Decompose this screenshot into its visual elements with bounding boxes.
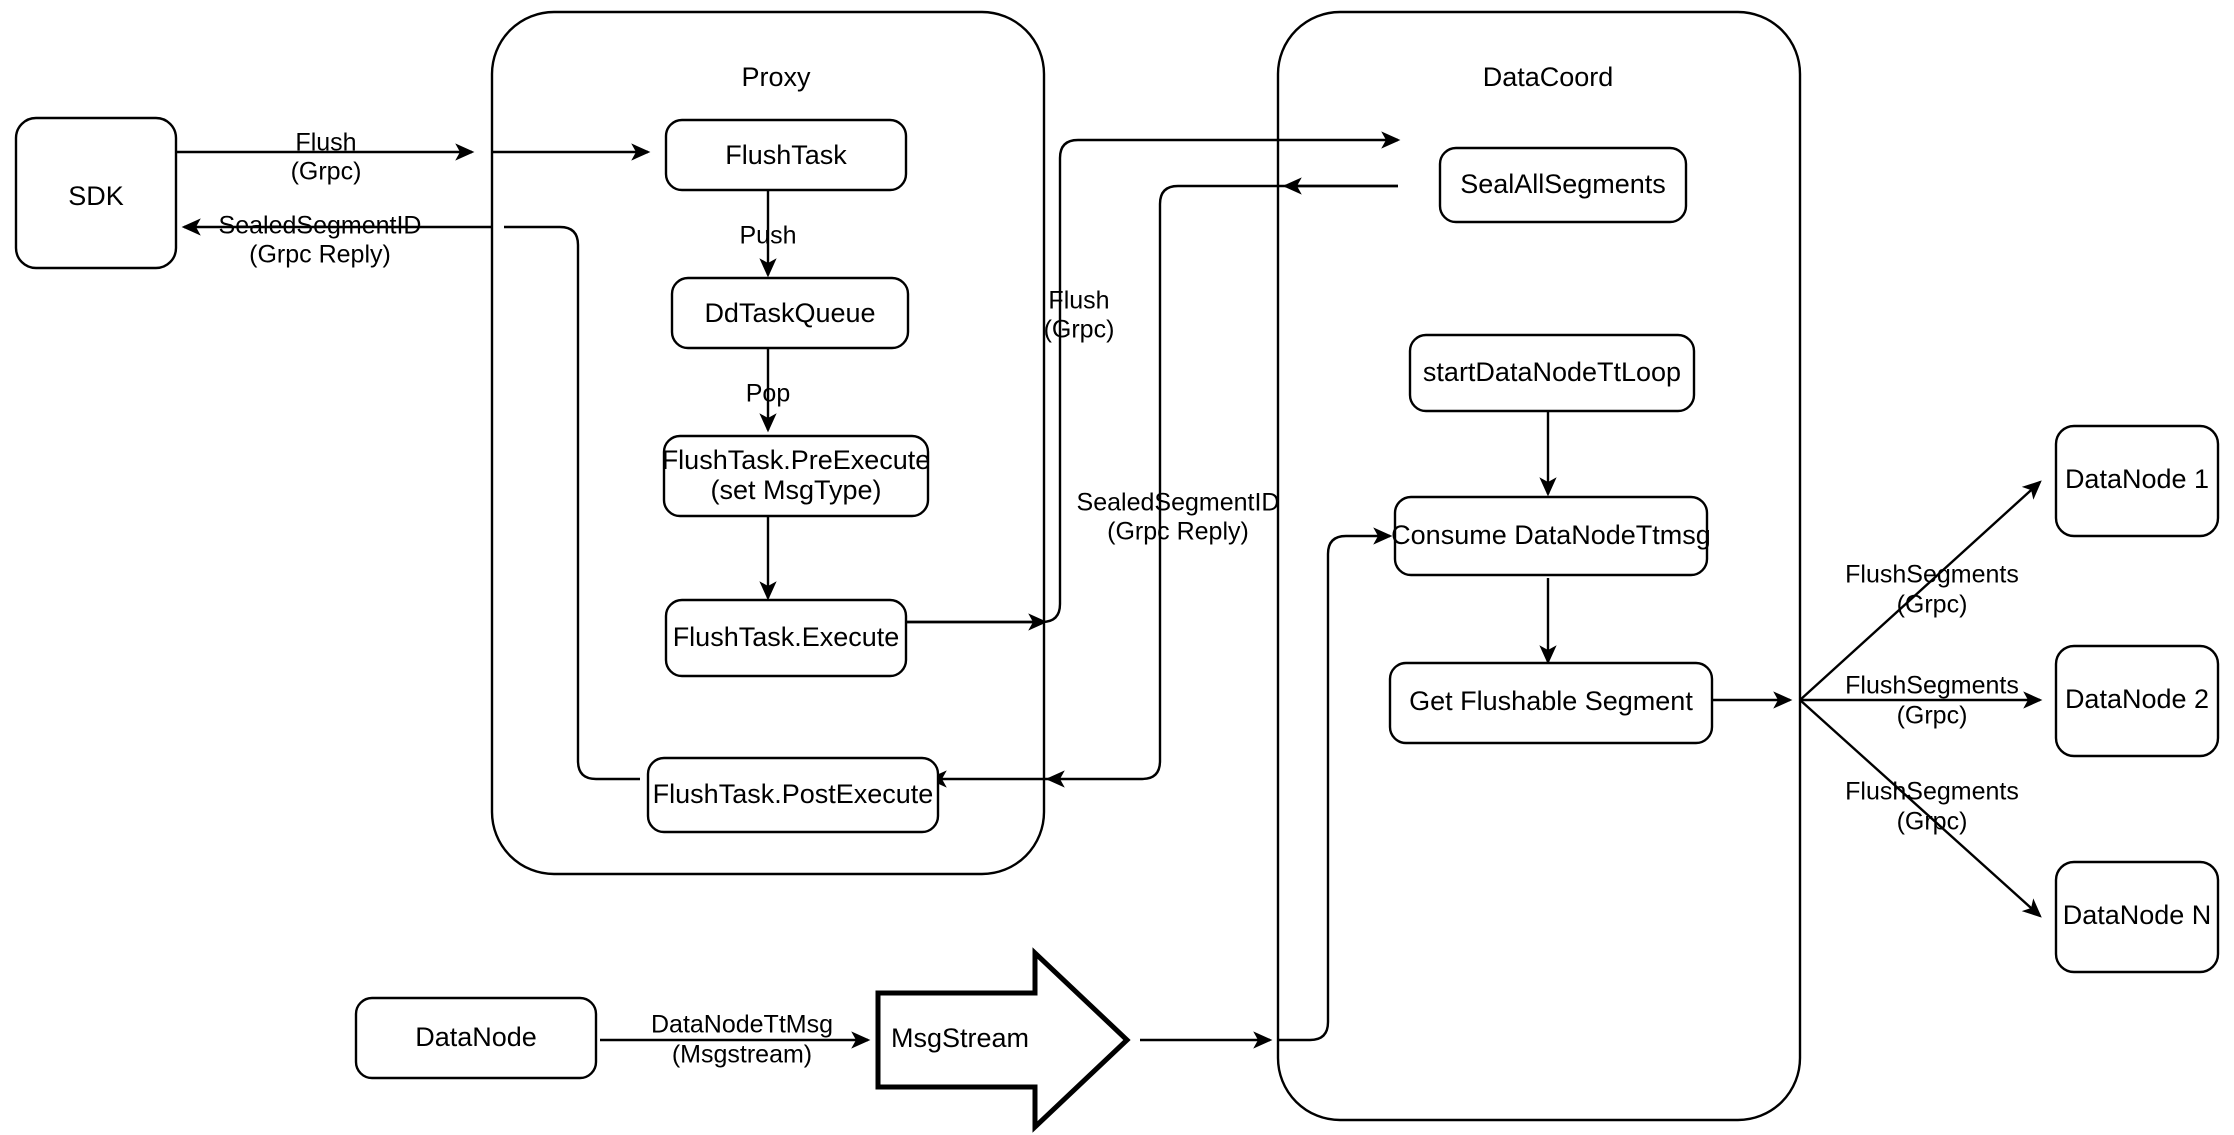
edge-label-flushsegments-2-line1: FlushSegments <box>1845 672 2019 700</box>
sdk-label: SDK <box>68 181 124 211</box>
node-seal-all-segments[interactable]: SealAllSegments <box>1438 146 1688 224</box>
node-get-flushable-segment[interactable]: Get Flushable Segment <box>1388 661 1714 745</box>
consume-datanode-ttmsg-rect[interactable] <box>1393 495 1709 577</box>
node-consume-datanode-ttmsg[interactable]: Consume DataNodeTtmsg <box>1391 495 1711 577</box>
flushtask-preexecute-label-line1: FlushTask.PreExecute <box>662 445 931 475</box>
flush-task-rect[interactable] <box>664 118 908 192</box>
datacoord-container-label: DataCoord <box>1483 62 1614 92</box>
seal-all-segments-label: SealAllSegments <box>1460 169 1666 199</box>
datanode-2-label: DataNode 2 <box>2065 684 2209 714</box>
container-proxy: Proxy <box>490 10 1046 876</box>
edge-label-flushsegments-2-line2: (Grpc) <box>1897 702 1968 730</box>
datanode-2-rect[interactable] <box>2054 644 2220 758</box>
msgstream-label: MsgStream <box>891 1023 1029 1053</box>
edge-label-flushsegments-n: FlushSegments (Grpc) <box>1845 778 2019 836</box>
edge-label-ttmsg-line1: DataNodeTtMsg <box>651 1011 833 1039</box>
edge-label-pop: Pop <box>746 380 790 408</box>
node-flushtask-postexecute[interactable]: FlushTask.PostExecute <box>646 756 940 834</box>
edge-label-sdk-to-proxy: Flush (Grpc) <box>291 129 362 186</box>
edge-label-flush-to-dc-line1: Flush <box>1048 287 1109 315</box>
start-datanode-tt-loop-label: startDataNodeTtLoop <box>1423 357 1681 387</box>
node-datanode-bottom[interactable]: DataNode <box>354 996 598 1080</box>
edge-label-flushsegments-n-line1: FlushSegments <box>1845 778 2019 806</box>
proxy-container-rect <box>490 10 1046 876</box>
node-datanode-2[interactable]: DataNode 2 <box>2054 644 2220 758</box>
datacoord-container-rect <box>1276 10 1802 1122</box>
flushtask-execute-rect[interactable] <box>664 598 908 678</box>
datanode-bottom-rect[interactable] <box>354 996 598 1080</box>
node-flushtask-execute[interactable]: FlushTask.Execute <box>664 598 908 678</box>
msgstream-arrow-shape[interactable] <box>875 947 1131 1133</box>
flush-task-label: FlushTask <box>725 140 847 170</box>
edge-execute-to-sealallsegments <box>896 131 1401 624</box>
edge-datacoord-ttmsg-rail <box>1278 527 1393 1042</box>
edge-label-ttmsg-line2: (Msgstream) <box>672 1041 812 1069</box>
edge-label-sealedsegmentid-line1: SealedSegmentID <box>219 212 422 240</box>
node-flush-task[interactable]: FlushTask <box>664 118 908 192</box>
edge-label-push: Push <box>740 222 797 250</box>
datanode-1-label: DataNode 1 <box>2065 464 2209 494</box>
flushtask-preexecute-rect[interactable] <box>662 434 930 518</box>
flushtask-postexecute-label: FlushTask.PostExecute <box>653 779 934 809</box>
datanode-n-rect[interactable] <box>2054 860 2220 974</box>
datanode-1-rect[interactable] <box>2054 424 2220 538</box>
seal-all-segments-rect[interactable] <box>1438 146 1688 224</box>
flushtask-postexecute-rect[interactable] <box>646 756 940 834</box>
ddtaskqueue-label: DdTaskQueue <box>704 298 875 328</box>
edge-label-sealed-reply-line1: SealedSegmentID <box>1077 489 1280 517</box>
get-flushable-segment-rect[interactable] <box>1388 661 1714 745</box>
sdk-rect[interactable] <box>14 116 178 270</box>
edge-sealallsegments-to-postexecute <box>927 184 1398 788</box>
consume-datanode-ttmsg-label: Consume DataNodeTtmsg <box>1391 520 1711 550</box>
start-datanode-tt-loop-rect[interactable] <box>1408 333 1696 413</box>
ddtaskqueue-rect[interactable] <box>670 276 910 350</box>
edge-label-proxy-to-sdk: SealedSegmentID (Grpc Reply) <box>219 212 422 269</box>
edge-label-datacoord-to-proxy: SealedSegmentID (Grpc Reply) <box>1077 489 1280 546</box>
edge-label-flush-to-dc-line2: (Grpc) <box>1044 316 1115 344</box>
edge-label-sealed-reply-line2: (Grpc Reply) <box>1107 518 1249 546</box>
proxy-container-label: Proxy <box>741 62 811 92</box>
get-flushable-segment-label: Get Flushable Segment <box>1409 686 1693 716</box>
node-flushtask-preexecute[interactable]: FlushTask.PreExecute (set MsgType) <box>662 434 931 518</box>
node-ddtaskqueue[interactable]: DdTaskQueue <box>670 276 910 350</box>
node-datanode-1[interactable]: DataNode 1 <box>2054 424 2220 538</box>
edge-label-flushsegments-1-line1: FlushSegments <box>1845 561 2019 589</box>
edge-label-datanode-to-msgstream: DataNodeTtMsg (Msgstream) <box>651 1011 833 1069</box>
node-datanode-n[interactable]: DataNode N <box>2054 860 2220 974</box>
edge-label-flushsegments-1: FlushSegments (Grpc) <box>1845 561 2019 619</box>
edge-postexecute-to-sdk-reply <box>504 225 640 781</box>
edge-label-sealedsegmentid-line2: (Grpc Reply) <box>249 241 391 269</box>
flushtask-execute-label: FlushTask.Execute <box>673 622 900 652</box>
node-sdk[interactable]: SDK <box>14 116 178 270</box>
edge-label-flush-grpc-line1: Flush <box>295 129 356 157</box>
edge-label-proxy-to-datacoord: Flush (Grpc) <box>1044 287 1115 344</box>
edge-label-flushsegments-2: FlushSegments (Grpc) <box>1845 672 2019 730</box>
node-msgstream[interactable]: MsgStream <box>875 947 1131 1133</box>
edge-label-flushsegments-n-line2: (Grpc) <box>1897 808 1968 836</box>
datanode-bottom-label: DataNode <box>415 1022 537 1052</box>
flushtask-preexecute-label-line2: (set MsgType) <box>710 475 881 505</box>
edge-junction-to-datanoden <box>1799 699 2042 918</box>
datanode-n-label: DataNode N <box>2063 900 2212 930</box>
edge-label-flush-grpc-line2: (Grpc) <box>291 158 362 186</box>
edge-label-flushsegments-1-line2: (Grpc) <box>1897 591 1968 619</box>
container-datacoord: DataCoord <box>1276 10 1802 1122</box>
node-start-datanode-tt-loop[interactable]: startDataNodeTtLoop <box>1408 333 1696 413</box>
edge-junction-to-datanode1 <box>1799 480 2042 701</box>
